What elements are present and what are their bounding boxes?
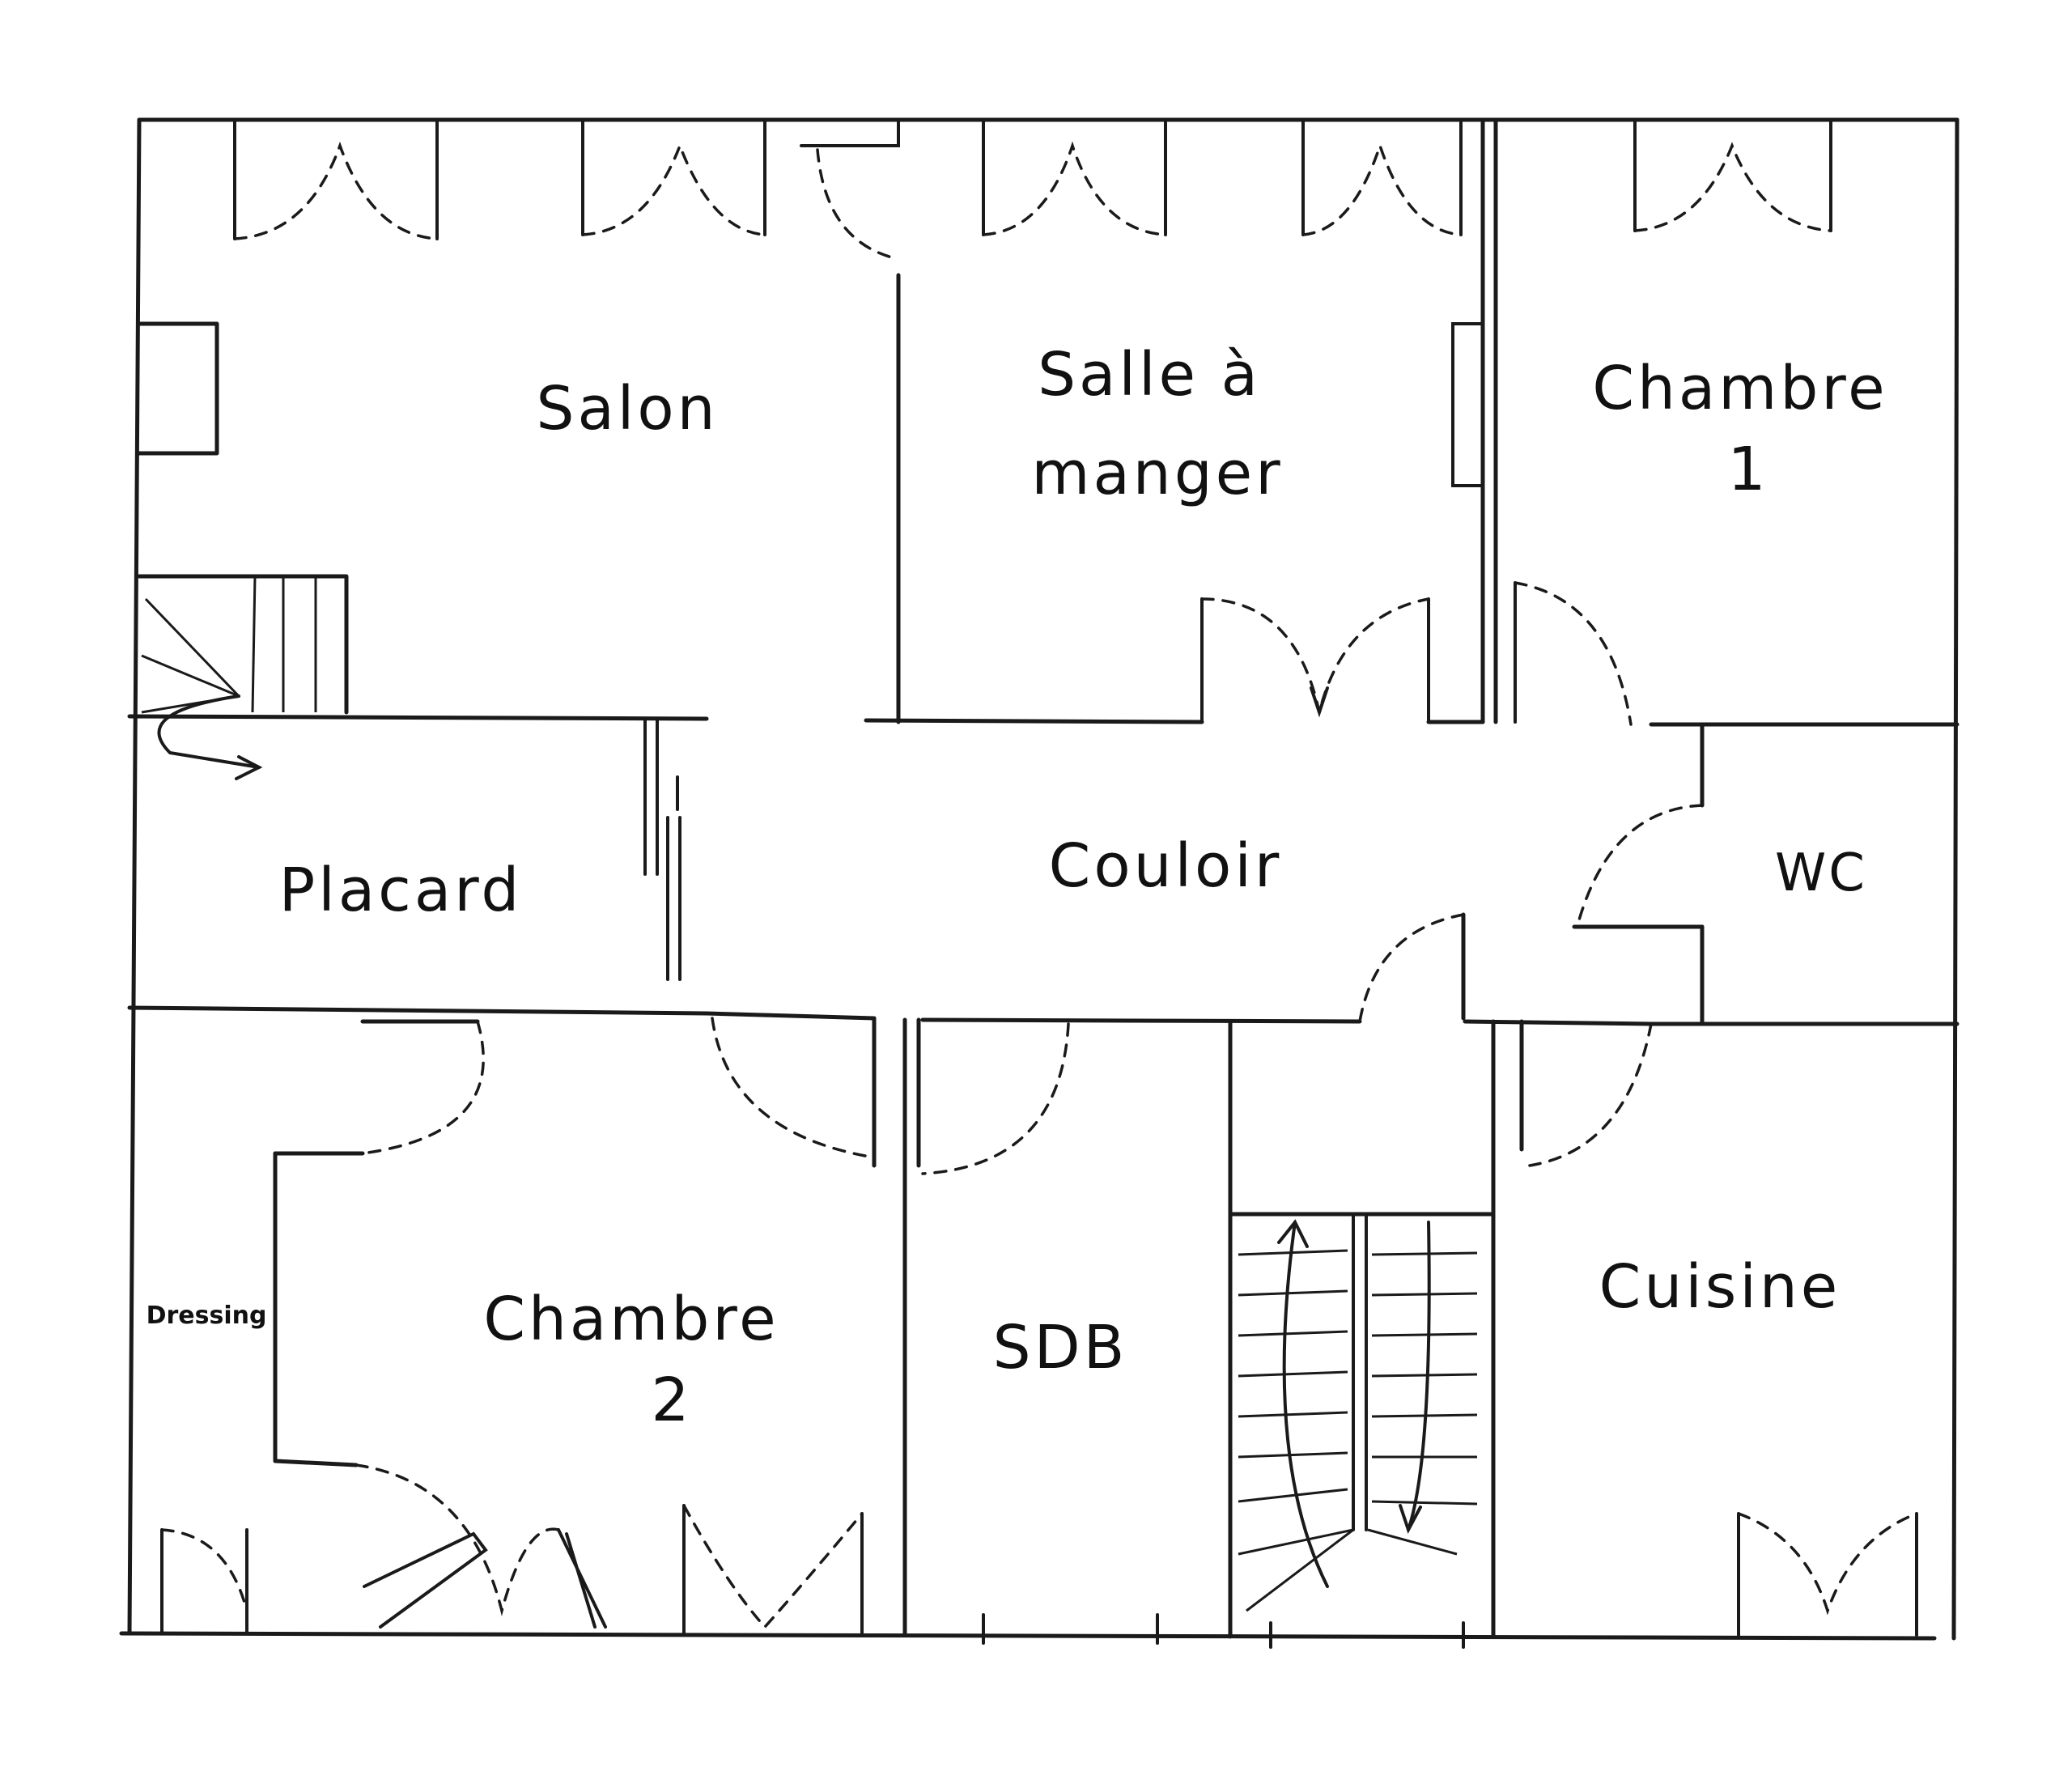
room-labels: Salon Salle à manger Chambre 1 Placard C…	[146, 340, 1887, 1435]
chambre-2-label-line1: Chambre	[483, 1285, 779, 1354]
top-windows	[233, 120, 1832, 240]
cuisine-label: Cuisine	[1599, 1252, 1841, 1322]
chambre-1-label-line1: Chambre	[1592, 354, 1887, 423]
dressing-label: Dressing	[146, 1302, 267, 1330]
door-swings	[361, 120, 1704, 1175]
salon-label: Salon	[536, 374, 718, 444]
spiral-staircase	[137, 574, 349, 780]
interior-walls	[127, 117, 1959, 1639]
chambre-1-label-line2: 1	[1727, 435, 1768, 504]
wc-label: WC	[1775, 843, 1867, 903]
chambre-2-label-line2: 2	[651, 1365, 692, 1435]
straight-staircase	[1228, 1212, 1496, 1612]
salle-a-manger-label-line2: manger	[1031, 439, 1283, 508]
salle-a-manger-label-line1: Salle à	[1038, 340, 1261, 410]
salon-fireplace	[137, 321, 219, 456]
placard-label: Placard	[279, 856, 523, 925]
sdb-label: SDB	[993, 1313, 1128, 1382]
outer-walls	[119, 117, 1959, 1641]
salle-buffet	[1451, 322, 1484, 487]
couloir-label: Couloir	[1049, 831, 1283, 901]
bottom-windows	[160, 1463, 1918, 1649]
